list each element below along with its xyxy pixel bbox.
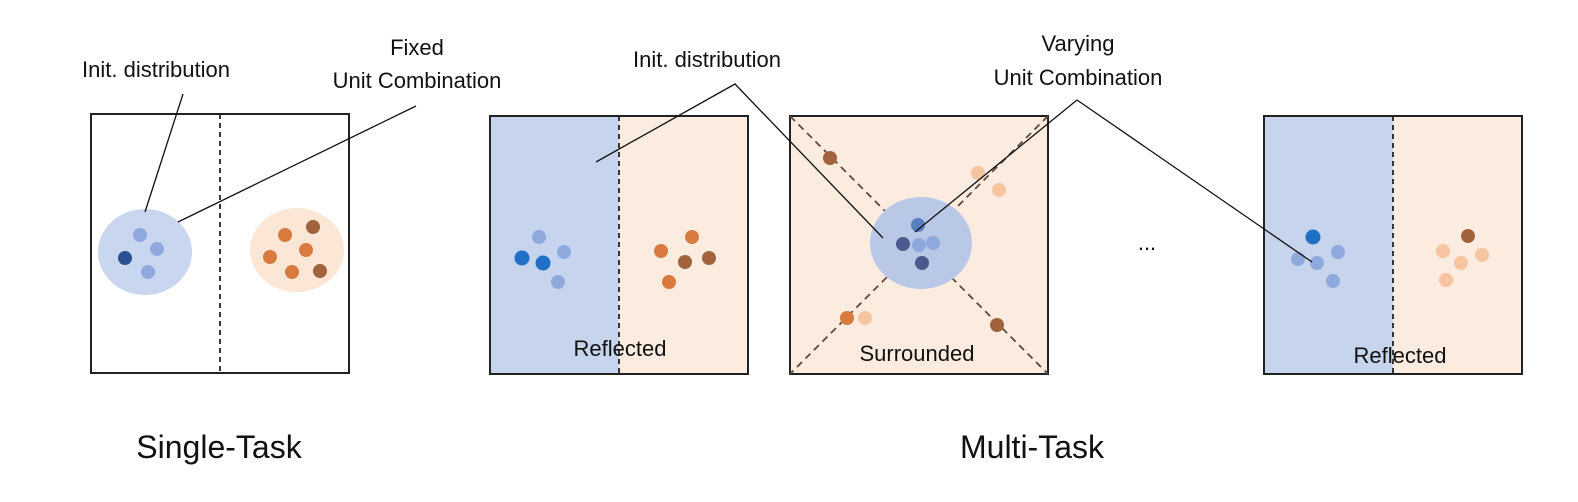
unit-dot	[823, 151, 837, 165]
blue-units	[1291, 229, 1345, 288]
varying-combination-pointer	[914, 99, 1313, 263]
orange-half	[619, 116, 748, 374]
unit-dot	[1461, 229, 1475, 243]
orange-half	[1393, 116, 1522, 374]
orange-units	[654, 230, 716, 289]
orange-units	[1436, 229, 1489, 287]
reflected-label-2: Reflected	[1354, 343, 1447, 368]
unit-dot	[133, 228, 147, 242]
init-distribution-pointer	[595, 83, 884, 239]
unit-dot	[313, 264, 327, 278]
orange-units	[263, 220, 327, 279]
blue-units	[896, 218, 940, 270]
unit-dot	[1436, 244, 1450, 258]
reflected-panel-1	[489, 115, 749, 375]
unit-dot	[1310, 256, 1324, 270]
unit-dot	[278, 228, 292, 242]
unit-dot	[990, 318, 1004, 332]
unit-dot	[557, 245, 571, 259]
unit-dot	[911, 218, 925, 232]
unit-dot	[1454, 256, 1468, 270]
blue-half	[490, 116, 619, 374]
unit-dot	[514, 250, 530, 266]
unit-dot	[1331, 245, 1345, 259]
unit-dot	[263, 250, 277, 264]
unit-dot	[1475, 248, 1489, 262]
unit-dot	[1439, 273, 1453, 287]
reflected-label-1: Reflected	[574, 336, 667, 361]
unit-dot	[306, 220, 320, 234]
unit-dot	[141, 265, 155, 279]
unit-dot	[1326, 274, 1340, 288]
unit-dot	[840, 311, 854, 325]
fixed-label-line1: Fixed	[390, 35, 444, 60]
blue-init-ellipse	[98, 209, 192, 295]
unit-dot	[654, 244, 668, 258]
unit-dot	[535, 255, 551, 271]
multi-task-pointers	[595, 83, 1313, 263]
unit-dot	[551, 275, 565, 289]
unit-dot	[915, 256, 929, 270]
unit-dot	[971, 166, 985, 180]
ellipsis-label: ...	[1138, 230, 1156, 255]
blue-units	[118, 228, 164, 279]
init-distribution-pointer	[144, 93, 184, 213]
single-task-title: Single-Task	[136, 429, 302, 465]
unit-dot	[912, 238, 926, 252]
unit-dot	[702, 251, 716, 265]
varying-label-line2: Unit Combination	[994, 65, 1163, 90]
unit-dot	[685, 230, 699, 244]
reflected-panel-2	[1263, 115, 1523, 375]
unit-dot	[858, 311, 872, 325]
blue-units	[514, 230, 571, 289]
unit-dot	[992, 183, 1006, 197]
single-task-panel	[90, 93, 417, 374]
unit-dot	[926, 236, 940, 250]
unit-dot	[299, 243, 313, 257]
surrounded-label: Surrounded	[860, 341, 975, 366]
unit-dot	[896, 237, 910, 251]
init-distribution-label-left: Init. distribution	[82, 57, 230, 82]
unit-dot	[532, 230, 546, 244]
unit-dot	[678, 255, 692, 269]
multi-task-title: Multi-Task	[960, 429, 1105, 465]
fixed-combination-pointer	[177, 105, 417, 223]
orange-units	[823, 151, 1006, 332]
fixed-label-line2: Unit Combination	[333, 68, 502, 93]
unit-dot	[1291, 252, 1305, 266]
unit-dot	[662, 275, 676, 289]
unit-dot	[1305, 229, 1321, 245]
unit-dot	[285, 265, 299, 279]
unit-dot	[150, 242, 164, 256]
blue-half	[1264, 116, 1393, 374]
init-distribution-label-mid: Init. distribution	[633, 47, 781, 72]
unit-dot	[118, 251, 132, 265]
varying-label-line1: Varying	[1042, 31, 1115, 56]
orange-init-ellipse	[250, 208, 344, 292]
